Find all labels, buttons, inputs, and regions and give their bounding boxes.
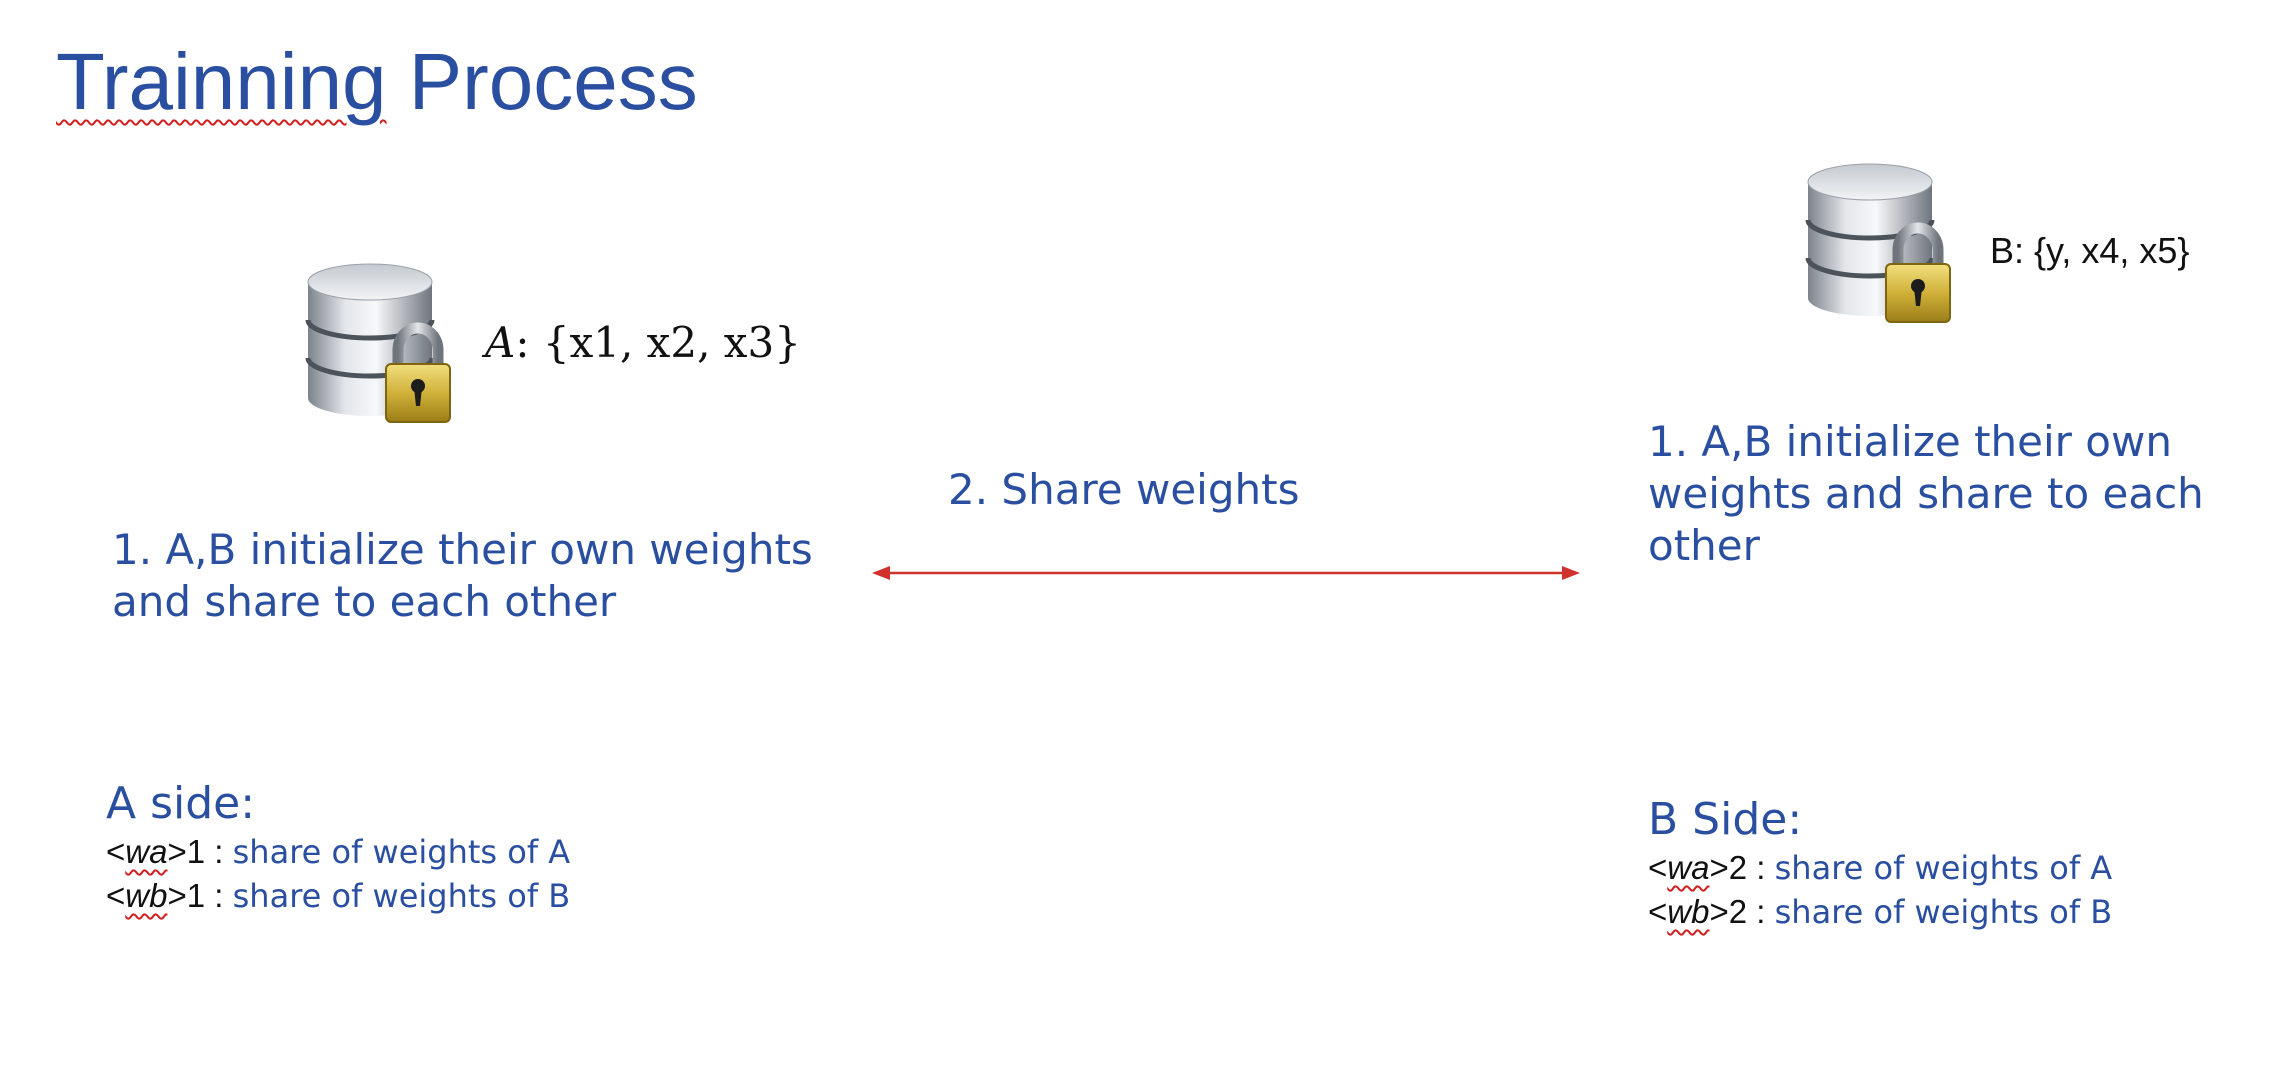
exchange-double-arrow [872,566,1580,580]
locked-database-icon [305,263,451,423]
b-side-heading: B Side: [1648,794,1803,845]
page-title: Trainning Process [56,38,698,126]
party-a-var: A [485,318,516,367]
a-side-heading: A side: [106,778,256,829]
party-a-step1-text: 1. A,B initialize their own weights and … [112,525,813,626]
party-a-label: A: {x1, x2, x3} [485,318,801,367]
share-weights-label: 2. Share weights [948,465,1300,514]
title-lead: Trainning [56,37,387,126]
a-side-lines: <wa>1 : share of weights of A <wb>1 : sh… [106,830,570,918]
a-share-line-wb: <wb>1 : share of weights of B [106,877,571,915]
party-a-features: : {x1, x2, x3} [515,318,801,367]
title-rest: Process [386,37,698,126]
party-b-label: B: {y, x4, x5} [1990,230,2190,271]
b-share-line-wb: <wb>2 : share of weights of B [1648,893,2113,931]
party-b-step1-text: 1. A,B initialize their own weights and … [1648,417,2204,570]
b-side-lines: <wa>2 : share of weights of A <wb>2 : sh… [1648,846,2112,934]
b-share-line-wa: <wa>2 : share of weights of A [1648,849,2113,887]
locked-database-icon [1805,163,1951,323]
a-share-line-wa: <wa>1 : share of weights of A [106,833,571,871]
